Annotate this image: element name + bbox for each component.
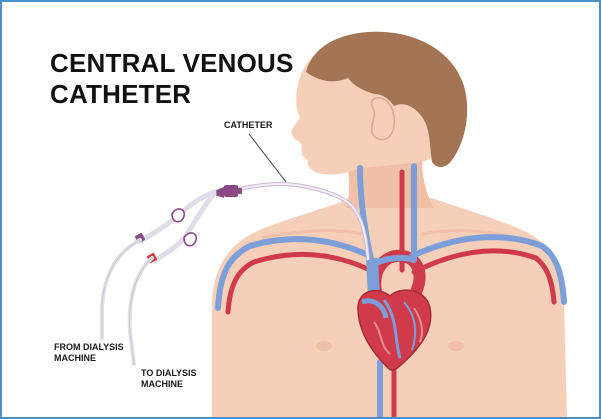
to-dialysis-label: TO DIALYSIS MACHINE [141,368,197,390]
to-dialysis-line-1: TO DIALYSIS [141,368,197,379]
nipple-left [316,341,332,351]
to-dialysis-line-2: MACHINE [141,379,197,390]
catheter-hub-icon [214,185,242,198]
line-to-dialysis [130,258,152,364]
clamp-upper-icon [172,209,184,222]
title-line-1: CENTRAL VENOUS [50,48,294,79]
from-dialysis-line-1: FROM DIALYSIS [54,342,124,353]
title-line-2: CATHETER [50,79,294,110]
diagram-title: CENTRAL VENOUS CATHETER [50,48,294,110]
catheter-label-text: CATHETER [224,120,272,131]
nipple-right [448,341,464,351]
from-dialysis-label: FROM DIALYSIS MACHINE [54,342,124,364]
from-dialysis-line-2: MACHINE [54,353,124,364]
catheter-leader-line [249,134,286,182]
clamp-lower-icon [184,233,196,246]
catheter-label: CATHETER [224,120,272,131]
